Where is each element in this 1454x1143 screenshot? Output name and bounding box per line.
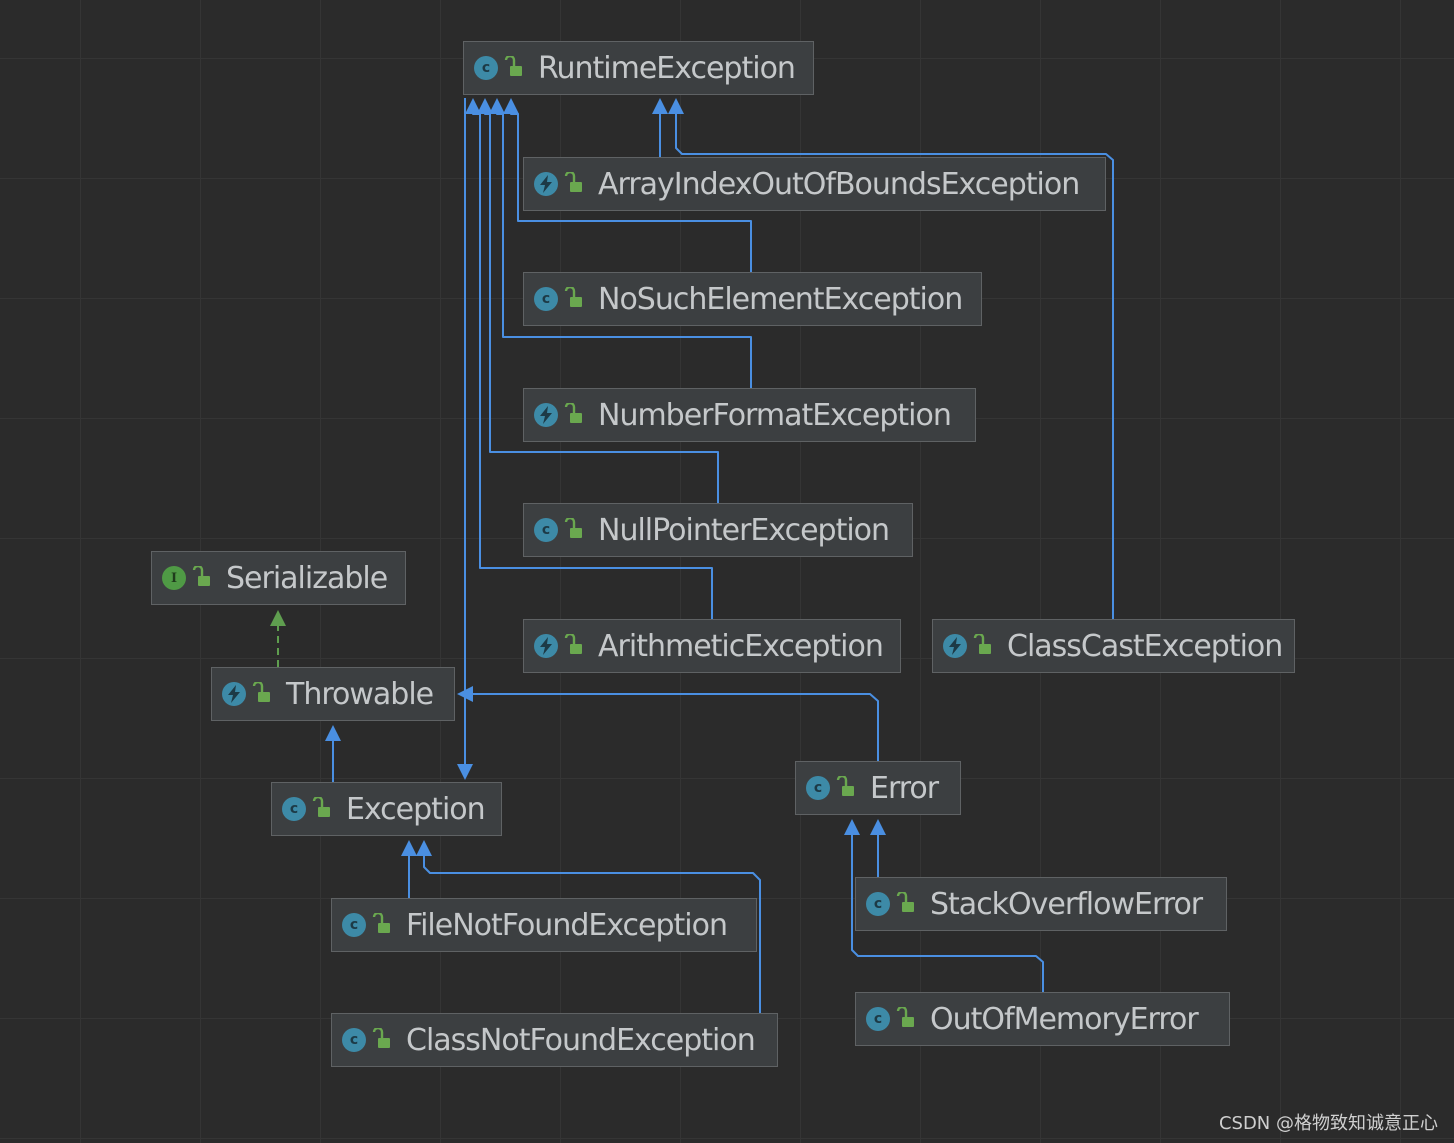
class-name: NumberFormatException [598,397,952,433]
class-node-no-such-element[interactable]: c NoSuchElementException [523,272,982,326]
class-node-serializable[interactable]: I Serializable [151,551,406,605]
class-node-file-not-found[interactable]: c FileNotFoundException [331,898,757,952]
class-name: FileNotFoundException [406,907,728,943]
public-lock-icon [562,632,584,658]
arrowhead [668,98,684,114]
class-icon: c [534,518,558,542]
arrowhead [844,819,860,835]
class-node-throwable[interactable]: Throwable [211,667,455,721]
class-icon: c [806,776,830,800]
interface-icon: I [162,566,186,590]
class-name: StackOverflowError [930,886,1203,922]
class-node-class-not-found[interactable]: c ClassNotFoundException [331,1013,778,1067]
class-node-stack-overflow[interactable]: c StackOverflowError [855,877,1227,931]
class-name: Throwable [286,676,434,712]
exception-class-icon [534,403,558,427]
class-node-exception[interactable]: c Exception [271,782,502,836]
public-lock-icon [502,54,524,80]
class-node-null-pointer[interactable]: c NullPointerException [523,503,913,557]
class-node-array-index-oob[interactable]: ArrayIndexOutOfBoundsException [523,157,1106,211]
class-icon: c [282,797,306,821]
arrowhead [270,610,286,626]
arrowhead [401,840,417,856]
arrowhead [457,686,473,702]
class-node-runtime-exception[interactable]: c RuntimeException [463,41,814,95]
class-node-number-format[interactable]: NumberFormatException [523,388,976,442]
class-icon: c [474,56,498,80]
arrowhead [465,98,481,114]
public-lock-icon [562,170,584,196]
public-lock-icon [834,774,856,800]
class-name: NoSuchElementException [598,281,963,317]
public-lock-icon [562,285,584,311]
edge-out-of-memory-to-error [844,819,1044,992]
watermark: CSDN @格物致知诚意正心 [1218,1113,1438,1134]
public-lock-icon [562,516,584,542]
public-lock-icon [370,1026,392,1052]
arrowhead [652,98,668,114]
class-name: ArrayIndexOutOfBoundsException [598,166,1080,202]
exception-class-icon [222,682,246,706]
edge-arithmetic-to-runtime-exception [652,98,668,157]
class-name: ClassCastException [1007,628,1283,664]
arrowhead [325,725,341,741]
class-name: Exception [346,791,486,827]
class-node-error[interactable]: c Error [795,761,961,815]
class-node-out-of-memory[interactable]: c OutOfMemoryError [855,992,1230,1046]
public-lock-icon [190,564,212,590]
class-name: NullPointerException [598,512,890,548]
exception-class-icon [534,172,558,196]
edge-class-not-found-to-exception [416,840,761,1013]
class-name: RuntimeException [538,50,796,86]
arrowhead [416,840,432,856]
class-name: ArithmeticException [598,628,884,664]
public-lock-icon [562,401,584,427]
public-lock-icon [894,1005,916,1031]
arrowhead [457,764,473,780]
public-lock-icon [894,890,916,916]
edge-class-cast-to-runtime-exception [668,98,1114,619]
edge-array-index-oob-to-runtime-exception [503,98,752,272]
public-lock-icon [310,795,332,821]
class-icon: c [534,287,558,311]
edge-number-format-to-runtime-exception [477,98,719,503]
class-icon: c [342,1028,366,1052]
public-lock-icon [250,680,272,706]
arrowhead [870,819,886,835]
edge-runtime-exception-to-exception [457,98,473,780]
edge-throwable-to-serializable [270,610,286,667]
edge-stack-overflow-to-error [870,819,886,877]
class-name: ClassNotFoundException [406,1022,756,1058]
class-name: Serializable [226,560,388,596]
class-node-class-cast[interactable]: ClassCastException [932,619,1295,673]
class-icon: c [866,1007,890,1031]
edge-null-pointer-to-runtime-exception [465,98,713,619]
edge-file-not-found-to-exception [401,840,417,898]
public-lock-icon [971,632,993,658]
arrowhead [489,98,505,114]
arrowhead [503,98,519,114]
class-name: Error [870,770,939,806]
edge-error-to-throwable [457,686,879,761]
arrowhead [477,98,493,114]
class-node-arithmetic[interactable]: ArithmeticException [523,619,901,673]
exception-class-icon [943,634,967,658]
edge-exception-to-throwable [325,725,341,782]
exception-class-icon [534,634,558,658]
class-icon: c [342,913,366,937]
public-lock-icon [370,911,392,937]
class-icon: c [866,892,890,916]
class-name: OutOfMemoryError [930,1001,1199,1037]
edge-no-such-element-to-runtime-exception [489,98,752,388]
